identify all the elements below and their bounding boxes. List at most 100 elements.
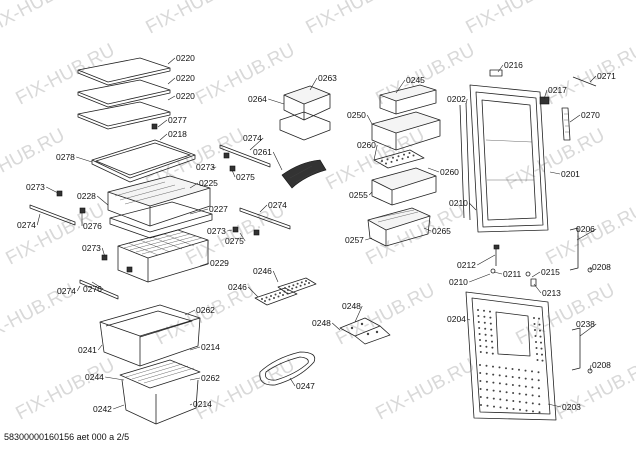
- part-number-label: 0208: [592, 262, 611, 272]
- part-number-label: 0273: [207, 226, 226, 236]
- watermark-text: FIX-HUB.RU: [332, 280, 438, 350]
- glass-shelf-framed: [91, 139, 196, 183]
- leader-line: [189, 403, 193, 406]
- watermark-text: FIX-HUB.RU: [502, 125, 608, 195]
- leader-line: [576, 228, 597, 241]
- leader-line: [105, 376, 125, 381]
- part-number-label: 0229: [210, 258, 229, 268]
- part-number-label: 0220: [176, 91, 195, 101]
- part-number-label: 0270: [581, 110, 600, 120]
- leader-line: [465, 98, 468, 105]
- part-number-label: 0275: [225, 236, 244, 246]
- part-number-label: 0262: [196, 305, 215, 315]
- leader-line: [549, 171, 561, 175]
- part-number-label: 0227: [209, 204, 228, 214]
- leader-line: [589, 266, 592, 271]
- shelf-clip: [151, 123, 158, 130]
- leader-line: [97, 344, 103, 351]
- hinge-parts: [490, 244, 593, 374]
- part-number-label: 0210: [449, 198, 468, 208]
- leader-line: [36, 213, 41, 226]
- door-gasket-upper: [459, 102, 471, 221]
- part-number-label: 0228: [77, 191, 96, 201]
- part-number-label: 0276: [83, 284, 102, 294]
- watermark-text: FIX-HUB.RU: [372, 355, 478, 425]
- leader-line: [199, 262, 210, 267]
- door-bin-1: [379, 84, 437, 115]
- side-rail-right-lower: [239, 207, 291, 230]
- leader-line: [247, 286, 259, 298]
- door-bin-3: [371, 167, 437, 206]
- leader-line: [395, 79, 406, 94]
- leader-line: [589, 75, 597, 83]
- leader-line: [493, 271, 503, 275]
- leader-line: [354, 305, 363, 323]
- leader-line: [101, 247, 106, 258]
- fridge-door-upper: [469, 84, 549, 233]
- leader-line: [259, 204, 268, 213]
- leader-line: [373, 144, 378, 161]
- crisper-cover: [107, 175, 211, 227]
- leader-line: [239, 232, 246, 242]
- part-number-label: 0242: [93, 404, 112, 414]
- part-number-label: 0276: [83, 221, 102, 231]
- part-number-label: 0274: [243, 133, 262, 143]
- part-number-label: 0203: [562, 402, 581, 412]
- crisper-frame: [109, 201, 213, 239]
- watermark-text: FIX-HUB.RU: [462, 0, 568, 38]
- part-number-label: 0220: [176, 53, 195, 63]
- door-bin-bottle: [367, 207, 431, 247]
- leader-line: [477, 254, 496, 266]
- watermark-text: FIX-HUB.RU: [0, 0, 88, 38]
- side-rail-left-upper: [29, 204, 76, 226]
- part-number-label: 0277: [168, 115, 187, 125]
- egg-holder: [373, 149, 425, 169]
- part-number-label: 0204: [447, 314, 466, 324]
- part-number-label: 0214: [201, 342, 220, 352]
- leader-line: [309, 77, 318, 91]
- watermark-text: FIX-HUB.RU: [12, 40, 118, 110]
- door-handle-upper: [561, 107, 571, 141]
- part-number-label: 0248: [312, 318, 331, 328]
- part-number-label: 0263: [318, 73, 337, 83]
- leader-line: [365, 237, 373, 241]
- part-number-label: 0214: [193, 399, 212, 409]
- leader-line: [167, 95, 176, 101]
- watermark-text: FIX-HUB.RU: [542, 40, 636, 110]
- leader-line: [533, 283, 542, 294]
- part-number-label: 0213: [542, 288, 561, 298]
- leader-line: [167, 77, 176, 85]
- watermark-text: FIX-HUB.RU: [142, 0, 248, 38]
- watermark-text: FIX-HUB.RU: [542, 200, 636, 270]
- leader-line: [76, 156, 93, 163]
- callout-layer: 0220022002200277021802780273027502250273…: [17, 53, 616, 414]
- door-bin-2: [371, 111, 441, 151]
- leader-line: [157, 119, 168, 128]
- leader-line: [91, 281, 104, 290]
- part-number-label: 0246: [228, 282, 247, 292]
- leader-line: [468, 202, 477, 211]
- leader-line: [272, 270, 279, 283]
- leader-line: [184, 309, 196, 316]
- part-number-label: 0278: [56, 152, 75, 162]
- watermark-text: FIX-HUB.RU: [2, 200, 108, 270]
- part-number-label: 0265: [432, 226, 451, 236]
- part-number-label: 0220: [176, 73, 195, 83]
- crisper-grid: [117, 229, 209, 283]
- vegetable-drawer: [99, 304, 201, 367]
- watermark-text: FIX-HUB.RU: [302, 0, 408, 38]
- part-number-label: 0247: [296, 381, 315, 391]
- door-handle-side-lower: [571, 327, 581, 371]
- leader-line: [589, 364, 592, 372]
- butter-dish: [279, 85, 331, 141]
- leader-line: [368, 191, 373, 196]
- freezer-door: [465, 291, 557, 421]
- part-number-label: 0211: [503, 269, 522, 279]
- ice-bin-holder: [339, 317, 391, 345]
- part-number-label: 0262: [201, 373, 220, 383]
- leader-line: [249, 137, 264, 151]
- lower-drawer: [121, 379, 199, 425]
- part-number-label: 0215: [541, 267, 560, 277]
- leader-line: [569, 114, 581, 123]
